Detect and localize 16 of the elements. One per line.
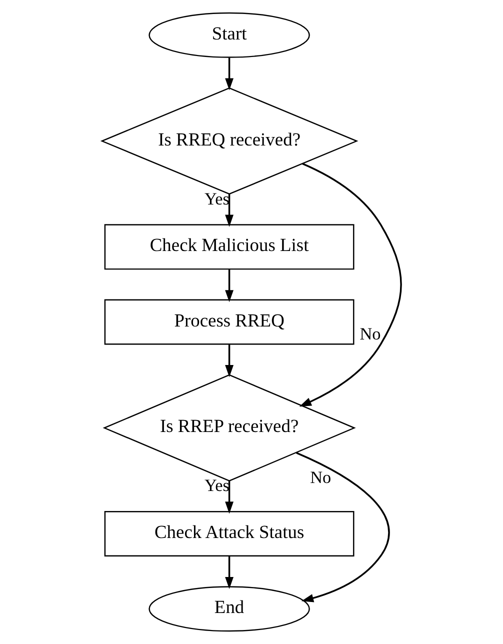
edge-label: No <box>360 324 381 344</box>
arrow <box>225 194 234 227</box>
arrow <box>225 480 234 514</box>
arrow <box>225 556 234 590</box>
edge-label: No <box>310 468 332 488</box>
node-box: Check Malicious List <box>104 224 354 270</box>
node-box: Process RREQ <box>104 299 354 345</box>
node-box: Check Attack Status <box>104 510 354 557</box>
node-ellipse: Start <box>148 12 310 58</box>
arrow <box>225 344 234 378</box>
arrow <box>299 162 402 407</box>
node-ellipse: End <box>148 586 310 632</box>
arrow <box>225 269 234 302</box>
arrow <box>225 58 234 90</box>
arrow <box>296 452 390 602</box>
edge-label: Yes <box>204 476 230 496</box>
